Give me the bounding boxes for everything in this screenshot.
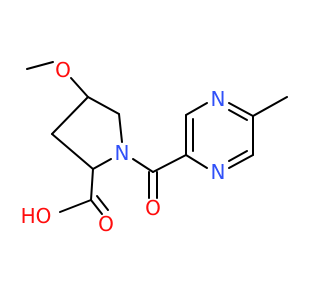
bond-pyrazine-c6-n1 (228, 154, 254, 169)
bond-c2-carboxyl-carbon (90, 168, 94, 201)
bond-n1-c2 (92, 158, 112, 170)
bond-methyl-to-oxygen (26, 61, 54, 70)
methoxy-oxygen-label: O (55, 58, 71, 82)
bond-pyrazine-c6-n1-inner (228, 150, 248, 162)
bond-carbonyl-to-pyrazine (152, 154, 187, 173)
bond-pyrazine-to-methyl (252, 96, 288, 117)
hydroxyl-label: HO (21, 204, 52, 228)
bond-pyrazine-c3-n4 (185, 102, 208, 116)
bond-carboxyl-double-o-1 (90, 199, 103, 215)
pyrazine-nitrogen-top-label: N (211, 87, 226, 111)
bond-n1-to-carbonyl-carbon (132, 158, 154, 173)
bond-pyrazine-n1-c2 (185, 154, 208, 169)
bond-pyrazine-n4-c5-inner (228, 109, 248, 121)
molecule-structure-diagram: O N O HO O N N (21, 58, 288, 236)
bond-c4-c5 (87, 96, 120, 115)
acid-carbonyl-oxygen-label: O (98, 212, 114, 236)
bond-carboxyl-double-o-2 (96, 195, 109, 211)
bond-c2-c3 (51, 133, 94, 170)
ring-nitrogen-label: N (115, 141, 130, 165)
bond-c3-c4 (51, 96, 89, 135)
carbonyl-oxygen-label: O (145, 196, 161, 220)
pyrazine-nitrogen-bottom-label: N (211, 160, 226, 184)
bond-oxygen-to-c4 (70, 77, 89, 98)
bond-c5-n1 (118, 113, 123, 143)
bond-pyrazine-n4-c5 (228, 102, 254, 117)
bond-carboxyl-to-hydroxyl (59, 199, 92, 213)
